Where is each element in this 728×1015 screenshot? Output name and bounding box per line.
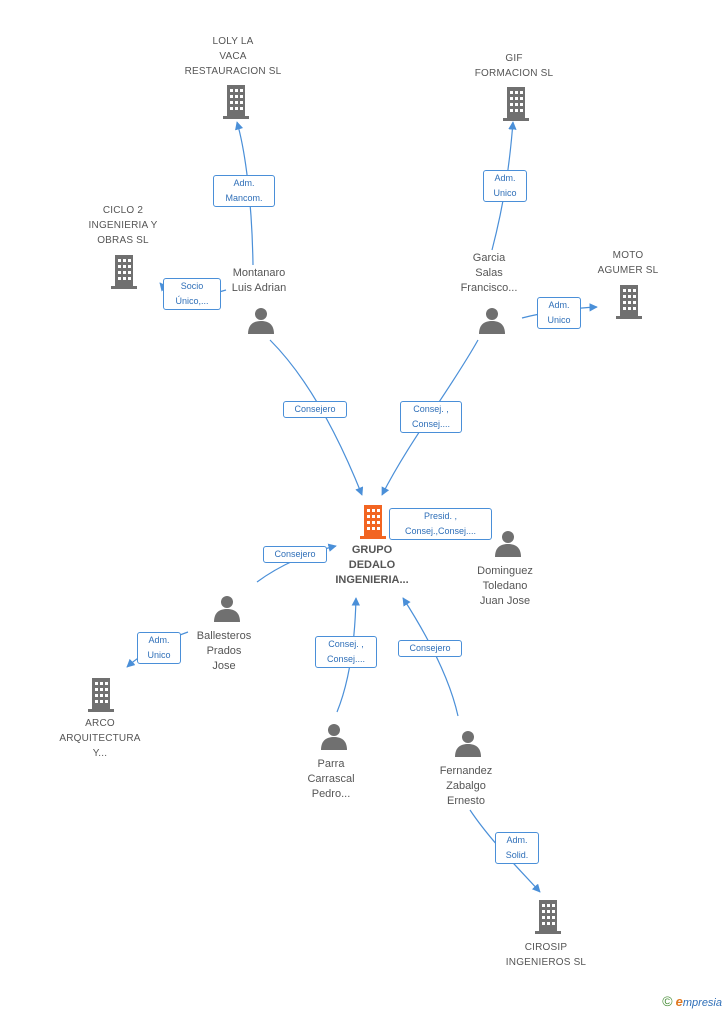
- edge-label-parra-grupo[interactable]: Consej. , Consej....: [315, 636, 377, 668]
- edge-label-montanaro-grupo[interactable]: Consejero: [283, 401, 347, 418]
- building-icon: [223, 85, 249, 119]
- empresia-brand[interactable]: © empresia: [662, 993, 722, 1009]
- node-label-loly[interactable]: LOLY LA VACA RESTAURACION SL: [184, 36, 282, 77]
- node-label-gif[interactable]: GIF FORMACION SL: [474, 53, 554, 79]
- node-label-montanaro[interactable]: Montanaro Luis Adrian: [231, 267, 287, 294]
- node-label-garcia[interactable]: Garcia Salas Francisco...: [460, 252, 518, 294]
- node-label-cirosip[interactable]: CIROSIP INGENIEROS SL: [505, 942, 587, 968]
- node-label-grupo[interactable]: GRUPO DEDALO INGENIERIA...: [335, 544, 409, 586]
- node-label-ballesteros[interactable]: Ballesteros Prados Jose: [196, 630, 252, 672]
- building-icon: [88, 678, 114, 712]
- node-label-moto[interactable]: MOTO AGUMER SL: [597, 250, 659, 276]
- edge-label-dominguez-grupo[interactable]: Presid. , Consej.,Consej....: [389, 508, 492, 540]
- node-label-parra[interactable]: Parra Carrascal Pedro...: [307, 758, 355, 800]
- edge-label-ballesteros-arco[interactable]: Adm. Unico: [137, 632, 181, 664]
- node-label-arco[interactable]: ARCO ARQUITECTURA Y...: [59, 718, 141, 759]
- edge-label-garcia-gif[interactable]: Adm. Unico: [483, 170, 527, 202]
- person-icon[interactable]: [247, 306, 275, 334]
- person-icon[interactable]: [320, 722, 348, 750]
- person-icon[interactable]: [454, 729, 482, 757]
- building-icon: [503, 87, 529, 121]
- person-icon[interactable]: [494, 529, 522, 557]
- brand-initial: e: [675, 994, 683, 1009]
- node-label-fernandez[interactable]: Fernandez Zabalgo Ernesto: [439, 765, 493, 807]
- edge-label-fernandez-grupo[interactable]: Consejero: [398, 640, 462, 657]
- edge-label-fernandez-cirosip[interactable]: Adm. Solid.: [495, 832, 539, 864]
- node-label-dominguez[interactable]: Dominguez Toledano Juan Jose: [477, 565, 533, 607]
- copyright-symbol: ©: [662, 993, 673, 1009]
- edge-label-garcia-moto[interactable]: Adm. Unico: [537, 297, 581, 329]
- building-icon: [535, 900, 561, 934]
- edge-label-montanaro-ciclo2[interactable]: Socio Único,...: [163, 278, 221, 310]
- building-icon: [111, 255, 137, 289]
- person-icon[interactable]: [213, 594, 241, 622]
- person-icon[interactable]: [478, 306, 506, 334]
- building-icon: [616, 285, 642, 319]
- edge-label-montanaro-loly[interactable]: Adm. Mancom.: [213, 175, 275, 207]
- edge-label-garcia-grupo[interactable]: Consej. , Consej....: [400, 401, 462, 433]
- brand-name: mpresia: [682, 997, 722, 1009]
- main-company-building-icon[interactable]: [357, 505, 389, 539]
- edge-label-ballesteros-grupo[interactable]: Consejero: [263, 546, 327, 563]
- node-label-ciclo2[interactable]: CICLO 2 INGENIERIA Y OBRAS SL: [88, 205, 158, 246]
- edge-fernandez-grupo: [402, 597, 459, 717]
